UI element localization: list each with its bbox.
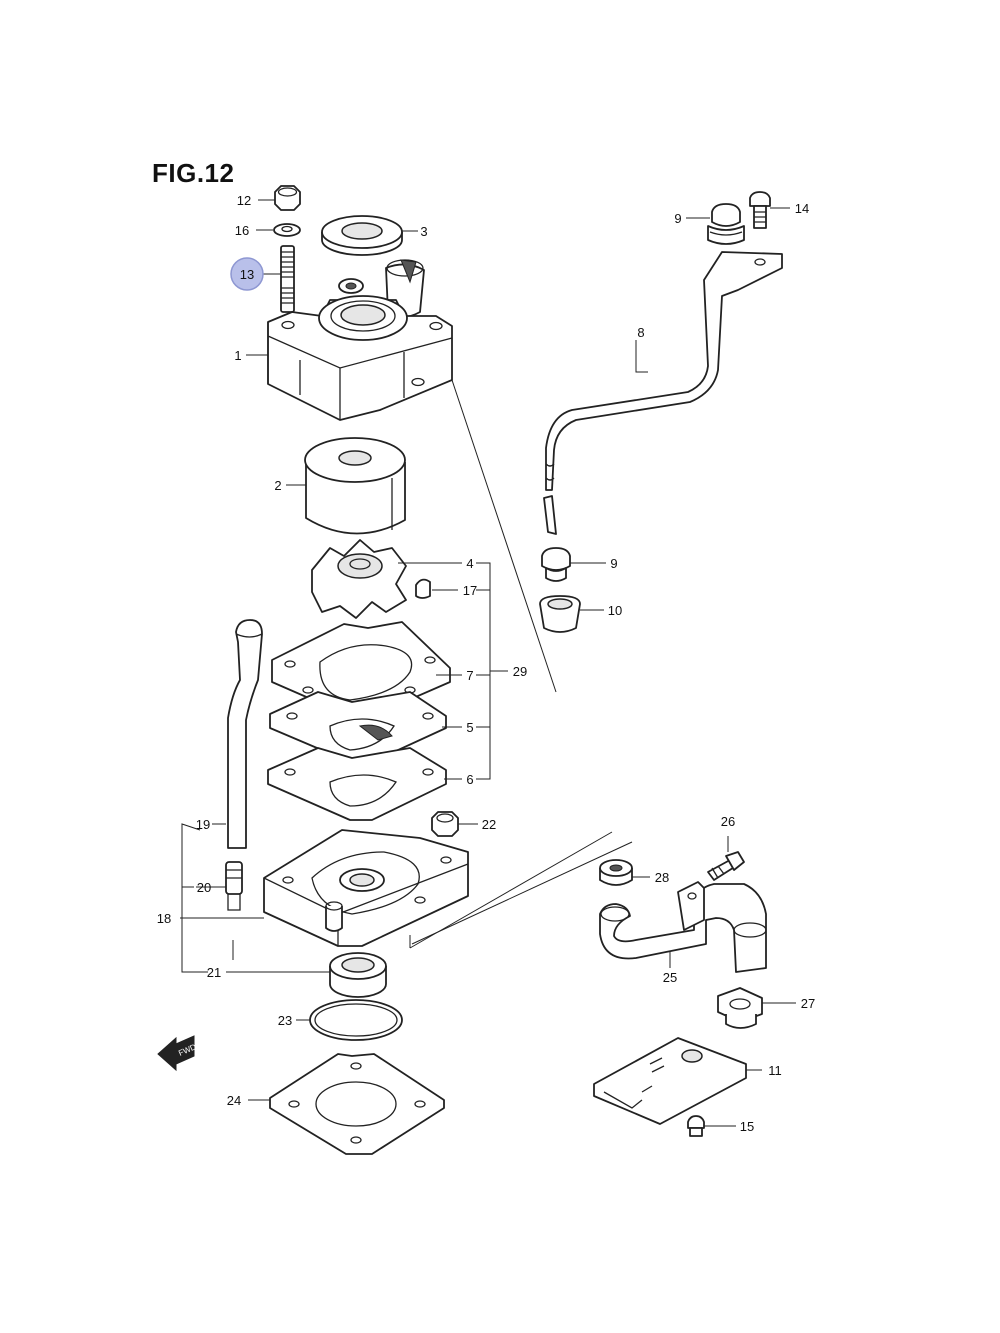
part-9-grommet-mid[interactable] [541, 547, 571, 582]
part-28-grommet[interactable] [599, 859, 633, 886]
label-22[interactable]: 22 [482, 817, 496, 832]
part-18-pump-case[interactable] [263, 829, 469, 947]
assembly-line-housing [451, 379, 557, 693]
part-24-gasket[interactable] [269, 1053, 445, 1155]
part-21-oil-seal[interactable] [329, 952, 387, 998]
label-26[interactable]: 26 [721, 814, 735, 829]
part-13-stud[interactable] [280, 245, 295, 313]
part-27-grommet[interactable] [717, 987, 763, 1029]
label-23[interactable]: 23 [278, 1013, 292, 1028]
label-4[interactable]: 4 [466, 556, 473, 571]
callout-labels: 12 16 13 1 2 3 4 17 7 5 6 29 19 20 18 21… [157, 193, 815, 1134]
part-17-key[interactable] [415, 578, 431, 599]
assembly-line-tube [411, 841, 633, 945]
label-12[interactable]: 12 [237, 193, 251, 208]
fwd-arrow-icon: FWD [157, 1035, 198, 1072]
part-6-gasket[interactable] [267, 747, 447, 821]
label-20[interactable]: 20 [197, 880, 211, 895]
part-25-water-tube[interactable] [599, 881, 767, 973]
label-11[interactable]: 11 [768, 1063, 782, 1078]
label-19[interactable]: 19 [196, 817, 210, 832]
label-6[interactable]: 6 [466, 772, 473, 787]
housing-grommet[interactable] [338, 278, 364, 294]
label-3[interactable]: 3 [420, 224, 427, 239]
label-15[interactable]: 15 [740, 1119, 754, 1134]
part-4-impeller[interactable] [311, 539, 407, 619]
part-2-liner[interactable] [304, 437, 406, 535]
part-12-nut[interactable] [274, 185, 301, 211]
label-17[interactable]: 17 [463, 583, 477, 598]
part-23-o-ring[interactable] [309, 999, 403, 1041]
label-18[interactable]: 18 [157, 911, 171, 926]
label-2[interactable]: 2 [274, 478, 281, 493]
part-26-bolt[interactable] [707, 851, 745, 881]
label-24[interactable]: 24 [227, 1093, 241, 1108]
label-21[interactable]: 21 [207, 965, 221, 980]
part-22-nut[interactable] [431, 811, 459, 837]
part-9-grommet-top[interactable] [707, 203, 745, 245]
assembly-line-case [232, 831, 613, 960]
label-7[interactable]: 7 [466, 668, 473, 683]
label-9-top[interactable]: 9 [674, 211, 681, 226]
label-25[interactable]: 25 [663, 970, 677, 985]
highlight-marker [230, 257, 264, 291]
part-14-screw[interactable] [749, 191, 771, 229]
label-9-mid[interactable]: 9 [610, 556, 617, 571]
figure-title: FIG.12 [152, 158, 235, 188]
leader-lines [180, 199, 796, 1127]
part-20-nipple[interactable] [225, 861, 243, 911]
part-3-seal[interactable] [321, 215, 403, 256]
label-5[interactable]: 5 [466, 720, 473, 735]
label-8[interactable]: 8 [637, 325, 644, 340]
label-28[interactable]: 28 [655, 870, 669, 885]
part-8-pilot-tube[interactable] [543, 251, 783, 535]
label-14[interactable]: 14 [795, 201, 809, 216]
part-11-plate[interactable] [593, 1037, 747, 1125]
label-29[interactable]: 29 [513, 664, 527, 679]
part-15-screw[interactable] [687, 1115, 705, 1137]
label-13[interactable]: 13 [240, 267, 254, 282]
part-16-washer[interactable] [273, 223, 301, 237]
label-1[interactable]: 1 [234, 348, 241, 363]
label-16[interactable]: 16 [235, 223, 249, 238]
label-27[interactable]: 27 [801, 996, 815, 1011]
part-5-plate[interactable] [269, 691, 447, 763]
part-19-water-tube[interactable] [227, 619, 263, 849]
label-10[interactable]: 10 [608, 603, 622, 618]
part-10-grommet[interactable] [539, 595, 581, 633]
part-1-pump-housing[interactable] [267, 295, 453, 421]
